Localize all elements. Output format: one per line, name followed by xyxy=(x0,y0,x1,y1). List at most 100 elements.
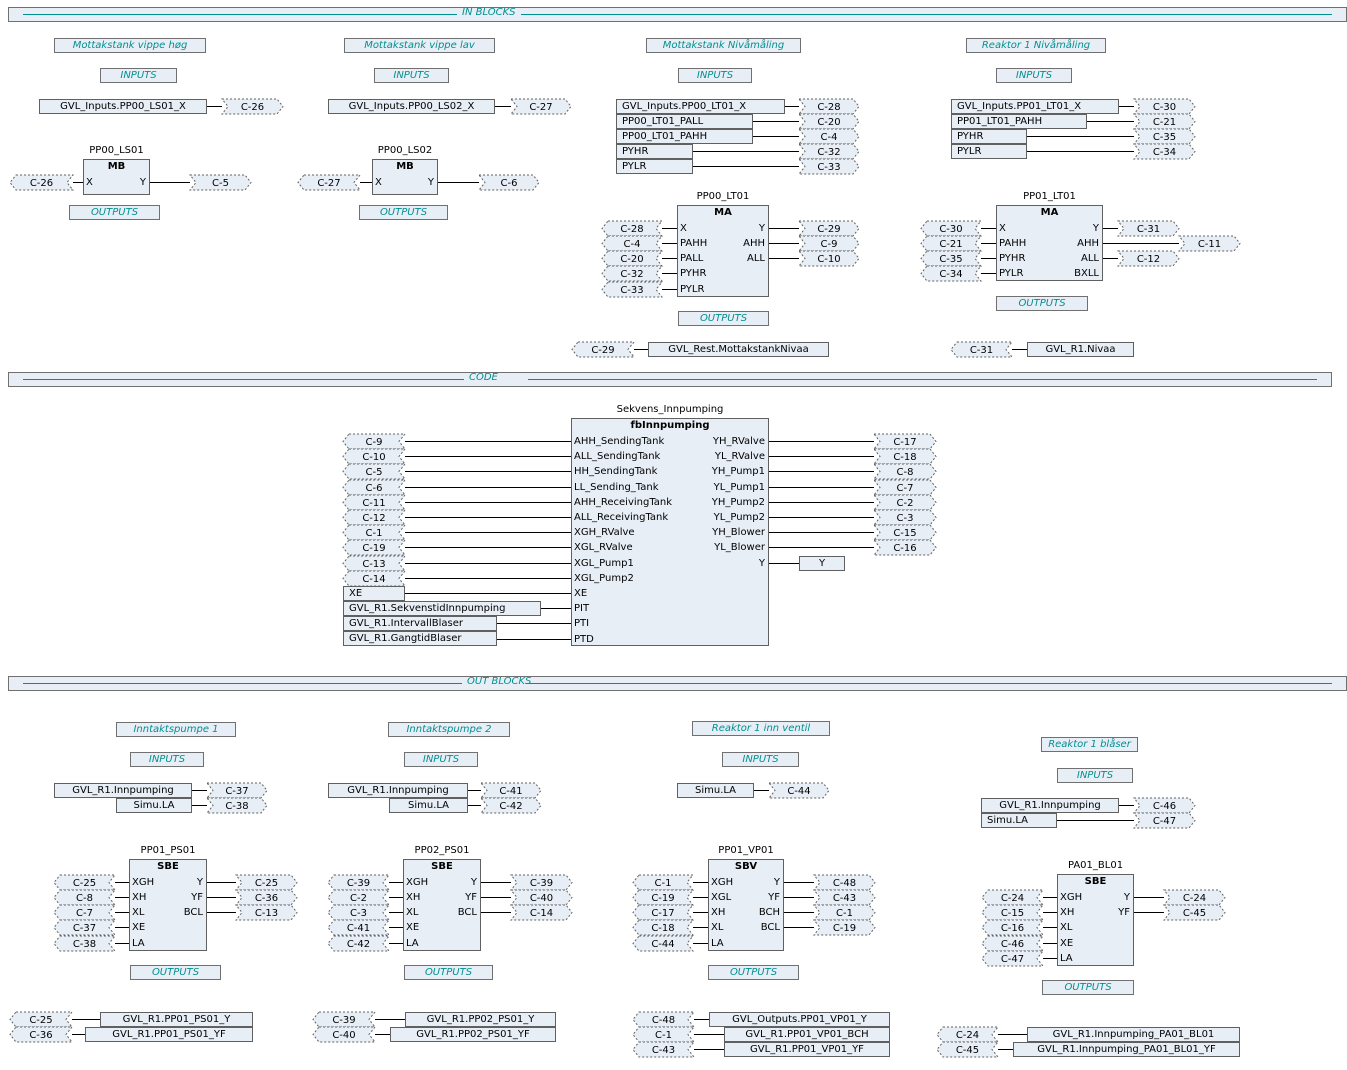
connector-c1-source[interactable]: C-1 xyxy=(812,904,876,921)
block-input-pin[interactable]: XGL xyxy=(711,892,732,903)
block-input-pin[interactable]: XH xyxy=(1060,907,1075,918)
block-output-pin[interactable]: Y xyxy=(773,877,780,888)
block-input-pin[interactable]: XGL_Pump1 xyxy=(574,558,634,569)
comment-inputs[interactable]: INPUTS xyxy=(130,752,204,767)
comment-outputs[interactable]: OUTPUTS xyxy=(996,296,1088,311)
connector-c47-sink[interactable]: C-47 xyxy=(981,950,1045,967)
connector-c39-sink[interactable]: C-39 xyxy=(312,1011,377,1028)
variable-pp00-ls01-x[interactable]: GVL_Inputs.PP00_LS01_X xyxy=(39,99,207,114)
variable-r1-gangtid[interactable]: GVL_R1.GangtidBlaser xyxy=(343,631,497,646)
connector-c5-source[interactable]: C-5 xyxy=(188,174,252,191)
block-output-pin[interactable]: YH_Pump1 xyxy=(711,466,765,477)
connector-c8-source[interactable]: C-8 xyxy=(872,463,937,480)
block-input-pin[interactable]: XH xyxy=(711,907,726,918)
variable-simu-la[interactable]: Simu.LA xyxy=(981,813,1057,828)
connector-c12-sink[interactable]: C-12 xyxy=(342,509,407,526)
connector-c10-sink[interactable]: C-10 xyxy=(342,448,407,465)
comment-outputs[interactable]: OUTPUTS xyxy=(130,965,221,980)
connector-c7-source[interactable]: C-7 xyxy=(872,479,937,496)
connector-c18-source[interactable]: C-18 xyxy=(872,448,937,465)
block-output-pin[interactable]: YH_RValve xyxy=(712,436,765,447)
comment-pp02-ps01[interactable]: Inntaktspumpe 2 xyxy=(388,722,510,737)
block-input-pin[interactable]: LL_Sending_Tank xyxy=(574,482,659,493)
variable-r1-pp01-ps01-yf[interactable]: GVL_R1.PP01_PS01_YF xyxy=(85,1027,253,1042)
comment-pp00-ls02[interactable]: Mottakstank vippe lav xyxy=(344,38,495,53)
block-output-pin[interactable]: AHH xyxy=(743,238,765,249)
connector-c45-source[interactable]: C-45 xyxy=(1162,904,1226,921)
connector-c27-source[interactable]: C-27 xyxy=(509,98,572,115)
variable-rest-mottakstank[interactable]: GVL_Rest.MottakstankNivaa xyxy=(648,342,829,357)
variable-pyhr[interactable]: PYHR xyxy=(616,144,693,159)
connector-c38-sink[interactable]: C-38 xyxy=(53,935,117,952)
variable-simu-la[interactable]: Simu.LA xyxy=(677,783,754,798)
connector-c33-source[interactable]: C-33 xyxy=(797,158,860,175)
comment-pp01-ps01[interactable]: Inntaktspumpe 1 xyxy=(116,722,236,737)
block-output-pin[interactable]: YH_Pump2 xyxy=(711,497,765,508)
block-output-pin[interactable]: YF xyxy=(1118,907,1130,918)
variable-pp00-lt01-x[interactable]: GVL_Inputs.PP00_LT01_X xyxy=(616,99,785,114)
connector-c18-sink[interactable]: C-18 xyxy=(632,919,695,936)
variable-pylr[interactable]: PYLR xyxy=(951,144,1027,159)
comment-outputs[interactable]: OUTPUTS xyxy=(1042,980,1134,995)
connector-c43-sink[interactable]: C-43 xyxy=(632,1041,696,1058)
block-input-pin[interactable]: XGH xyxy=(132,877,155,888)
comment-outputs[interactable]: OUTPUTS xyxy=(708,965,799,980)
connector-c6-sink[interactable]: C-6 xyxy=(342,479,407,496)
connector-c9-sink[interactable]: C-9 xyxy=(342,433,407,450)
connector-c1-sink[interactable]: C-1 xyxy=(342,524,407,541)
connector-c35-source[interactable]: C-35 xyxy=(1132,128,1196,145)
block-input-pin[interactable]: XH xyxy=(132,892,147,903)
connector-c36-sink[interactable]: C-36 xyxy=(9,1026,74,1043)
comment-outputs[interactable]: OUTPUTS xyxy=(404,965,493,980)
block-output-pin[interactable]: YL_RValve xyxy=(714,451,765,462)
variable-pp00-ls02-x[interactable]: GVL_Inputs.PP00_LS02_X xyxy=(328,99,495,114)
variable-xe[interactable]: XE xyxy=(343,586,405,601)
block-input-pin[interactable]: XH xyxy=(406,892,421,903)
connector-c48-sink[interactable]: C-48 xyxy=(632,1011,696,1028)
connector-c39-sink[interactable]: C-39 xyxy=(327,874,391,891)
block-output-pin[interactable]: Y xyxy=(139,177,146,188)
variable-pylr[interactable]: PYLR xyxy=(616,159,693,174)
comment-inputs[interactable]: INPUTS xyxy=(374,68,449,83)
connector-c15-source[interactable]: C-15 xyxy=(872,524,937,541)
block-output-pin[interactable]: YF xyxy=(768,892,780,903)
block-output-pin[interactable]: YH_Blower xyxy=(712,527,765,538)
block-output-pin[interactable]: Y xyxy=(758,223,765,234)
connector-c45-sink[interactable]: C-45 xyxy=(936,1041,1000,1058)
block-output-pin[interactable]: BCL xyxy=(760,922,780,933)
block-input-pin[interactable]: XGH xyxy=(711,877,734,888)
connector-c11-sink[interactable]: C-11 xyxy=(342,494,407,511)
block-input-pin[interactable]: XL xyxy=(132,907,145,918)
block-input-pin[interactable]: AHH_ReceivingTank xyxy=(574,497,673,508)
connector-c47-source[interactable]: C-47 xyxy=(1132,812,1196,829)
comment-outputs[interactable]: OUTPUTS xyxy=(69,205,160,220)
comment-inputs[interactable]: INPUTS xyxy=(100,68,177,83)
connector-c19-source[interactable]: C-19 xyxy=(812,919,876,936)
block-input-pin[interactable]: X xyxy=(999,223,1006,234)
block-input-pin[interactable]: PYHR xyxy=(999,253,1026,264)
connector-c6-source[interactable]: C-6 xyxy=(477,174,540,191)
block-output-pin[interactable]: YL_Pump1 xyxy=(713,482,765,493)
block-input-pin[interactable]: PTI xyxy=(574,618,590,629)
variable-r1-pp01-vp01-bch[interactable]: GVL_R1.PP01_VP01_BCH xyxy=(724,1027,890,1042)
variable-r1-innpumping[interactable]: GVL_R1.Innpumping xyxy=(981,798,1119,813)
connector-c42-source[interactable]: C-42 xyxy=(479,797,542,814)
block-input-pin[interactable]: XL xyxy=(1060,922,1073,933)
connector-c19-sink[interactable]: C-19 xyxy=(342,539,407,556)
connector-c46-sink[interactable]: C-46 xyxy=(981,935,1045,952)
block-output-pin[interactable]: BXLL xyxy=(1074,268,1099,279)
connector-c3-source[interactable]: C-3 xyxy=(872,509,937,526)
variable-r1-innpumping-pa01-yf[interactable]: GVL_R1.Innpumping_PA01_BL01_YF xyxy=(1013,1042,1240,1057)
block-output-pin[interactable]: Y xyxy=(1092,223,1099,234)
variable-y[interactable]: Y xyxy=(799,556,845,571)
block-output-pin[interactable]: ALL xyxy=(747,253,765,264)
variable-simu-la[interactable]: Simu.LA xyxy=(116,798,192,813)
comment-pp01-vp01[interactable]: Reaktor 1 inn ventil xyxy=(692,721,830,736)
connector-c26-sink[interactable]: C-26 xyxy=(9,174,75,191)
block-input-pin[interactable]: PAHH xyxy=(999,238,1027,249)
